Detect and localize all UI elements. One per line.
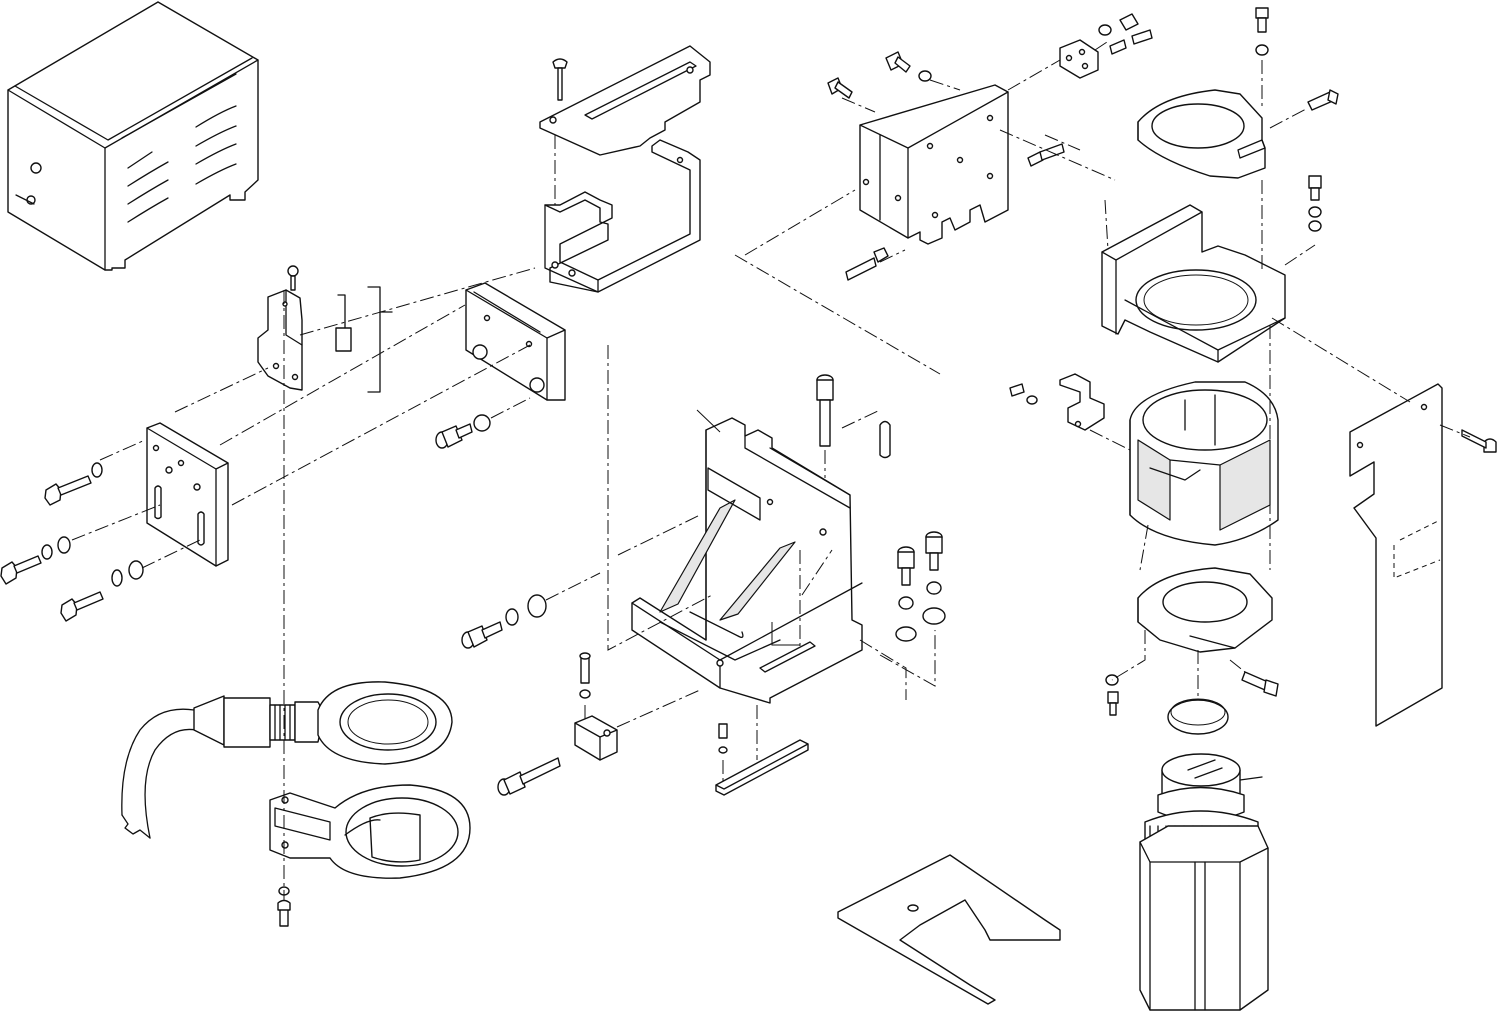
camera-mount-plate bbox=[860, 85, 1008, 244]
camera-frame-bracket bbox=[1102, 205, 1285, 362]
filter-ring bbox=[1168, 699, 1228, 734]
clamp-block bbox=[575, 716, 617, 760]
base-cover-plate bbox=[838, 855, 1060, 1004]
adapter-plate bbox=[147, 423, 228, 566]
cap-screw-angle bbox=[817, 375, 890, 458]
screw-top-cover bbox=[553, 59, 567, 100]
spacer-block bbox=[466, 283, 565, 400]
slide-rail bbox=[716, 724, 808, 795]
lens-clamp-ring-top bbox=[1138, 90, 1265, 178]
screw-side-cover bbox=[1462, 430, 1496, 452]
optical-cube bbox=[1130, 382, 1278, 545]
power-supply-box bbox=[8, 2, 258, 270]
angle-bracket-base bbox=[632, 418, 862, 703]
lens-clamp-ring-bottom bbox=[1138, 568, 1272, 652]
cap-screw-set-left bbox=[436, 415, 546, 648]
camera-body bbox=[1140, 826, 1268, 1010]
screw-lens-clamp-top bbox=[1256, 8, 1338, 110]
cap-screw-set-right bbox=[896, 532, 945, 641]
hex-bolt-set-left bbox=[1, 463, 143, 621]
screw-frame-bracket bbox=[1309, 176, 1321, 231]
screw-switch-bracket bbox=[288, 266, 298, 290]
small-bracket-cube bbox=[1010, 374, 1104, 430]
switch-bracket bbox=[258, 287, 392, 392]
mounting-bracket bbox=[545, 140, 700, 292]
side-cover-plate bbox=[1350, 384, 1442, 726]
ring-light-holder bbox=[270, 785, 470, 878]
